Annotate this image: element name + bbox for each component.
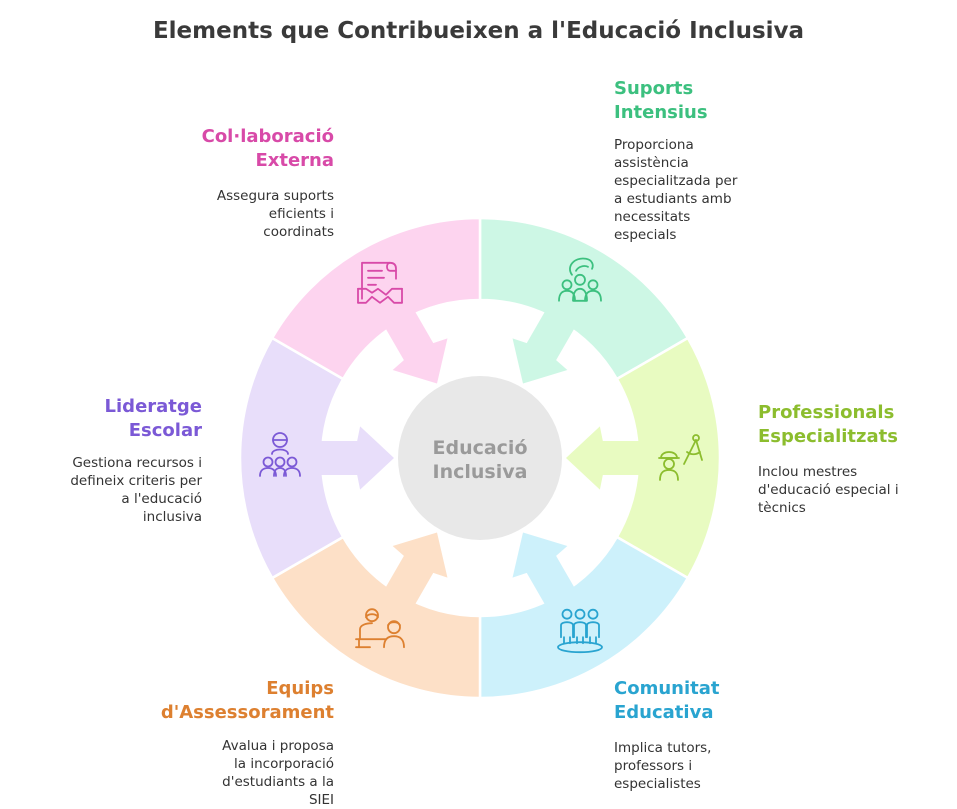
collaboracio-description: Assegura suports eficients i coordinats — [216, 188, 334, 240]
segment-collaboracio — [270, 216, 482, 381]
equips-title: Equips d'Assessorament — [160, 678, 334, 723]
arrow-lideratge — [304, 426, 394, 490]
center-label-line2: Inclusiva — [433, 461, 528, 483]
arrow-professionals — [566, 426, 656, 490]
arrow-collaboracio — [377, 297, 448, 384]
collaboracio-title: Col·laboració Externa — [201, 126, 334, 171]
supported-group-icon — [558, 257, 602, 302]
advisor-desk-icon — [355, 608, 405, 649]
arrow-suports — [512, 297, 583, 384]
engineer-compass-icon — [658, 434, 703, 481]
professionals-title: Professionals Especialitzats — [758, 402, 898, 447]
suports-title: Suports Intensius — [614, 78, 708, 123]
equips-description: Avalua i proposa la incorporació d'estud… — [222, 738, 334, 808]
comunitat-title: Comunitat Educativa — [614, 678, 720, 723]
center-label-line1: Educació — [432, 437, 527, 459]
lideratge-description: Gestiona recursos i defineix criteris pe… — [70, 455, 202, 525]
lideratge-title: Lideratge Escolar — [104, 396, 202, 441]
community-people-icon — [557, 608, 603, 654]
comunitat-description: Implica tutors, professors i especialist… — [614, 740, 712, 792]
agreement-handshake-icon — [357, 261, 403, 304]
arrow-equips — [377, 532, 448, 619]
suports-description: Proporciona assistència especialitzada p… — [614, 137, 738, 243]
professionals-description: Inclou mestres d'educació especial i tèc… — [758, 464, 899, 516]
leader-group-icon — [259, 432, 301, 477]
diagram-title: Elements que Contribueixen a l'Educació … — [152, 18, 805, 44]
arrow-comunitat — [512, 532, 583, 619]
center-circle — [398, 376, 562, 540]
